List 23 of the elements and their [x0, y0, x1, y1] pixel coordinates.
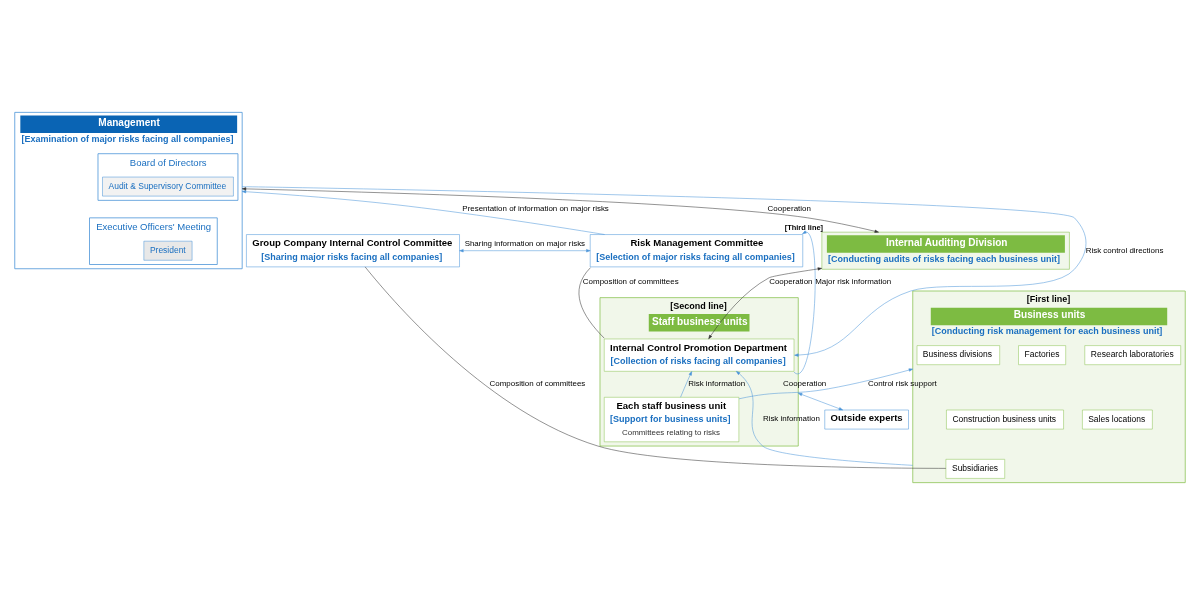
arrow — [793, 230, 816, 374]
node-box: Research laboratories — [1084, 345, 1181, 365]
node-box: Group Company Internal Control Committee [Sharing major risks facing all companies] — [246, 234, 460, 268]
arrow — [241, 187, 879, 233]
arrow — [798, 392, 844, 411]
arrow — [738, 368, 914, 400]
node-box: Factories — [1018, 345, 1066, 365]
arrow — [241, 186, 1087, 357]
arrow — [459, 249, 591, 253]
arrow — [736, 371, 914, 466]
node-box: Risk Management Committee [Selection of major risks facing all companies] — [589, 234, 804, 268]
node-box: Subsidiaries — [945, 459, 1005, 479]
node-box: Internal Control Promotion Department [Collection of risks facing all companies] — [603, 338, 795, 372]
node-box: Construction business units — [946, 409, 1064, 430]
arrow — [680, 371, 692, 398]
node-box: President — [143, 240, 193, 261]
node-label: [First line] — [1026, 294, 1071, 305]
node-box: Audit & Supervisory Committee — [102, 176, 234, 197]
arrow — [241, 190, 605, 235]
arrow — [708, 267, 822, 340]
node-box: Sales locations — [1082, 409, 1153, 430]
node-label: [Second line] — [670, 300, 727, 311]
node-box: Business divisions — [916, 345, 1000, 365]
